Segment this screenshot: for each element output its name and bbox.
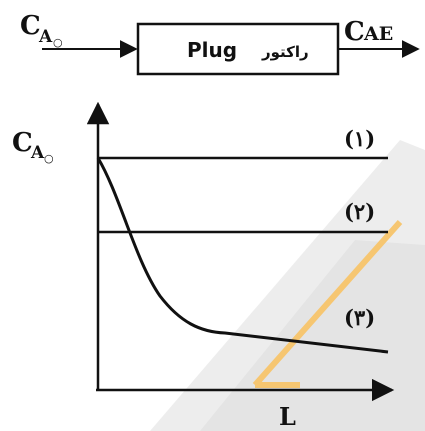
curve-3 — [96, 157, 389, 354]
y-axis-label-sub: A — [30, 143, 45, 163]
output-label-main: C — [344, 17, 365, 47]
plot: C A ○ L (۱) (۲) (۳) — [12, 101, 395, 431]
block-diagram: C A ○ Plug راکتور C AE — [20, 11, 420, 76]
input-label-sub2: ○ — [53, 36, 63, 49]
x-axis-label: L — [279, 402, 296, 431]
y-axis-label-sub2: ○ — [44, 152, 54, 165]
reactor-box — [136, 22, 340, 76]
reactor-label-fa: راکتور — [261, 43, 309, 61]
input-label-main: C — [20, 11, 41, 41]
reactor-label-latin: Plug — [187, 38, 237, 62]
watermark-stroke-orange — [252, 220, 403, 387]
output-label-sub: AE — [363, 23, 393, 45]
input-label-sub: A — [38, 27, 53, 47]
watermark — [150, 140, 425, 431]
curve-label-2: (۲) — [344, 199, 375, 224]
curve-label-1: (۱) — [344, 126, 375, 151]
curve-label-3: (۳) — [344, 305, 375, 330]
y-axis-label-main: C — [12, 128, 33, 158]
